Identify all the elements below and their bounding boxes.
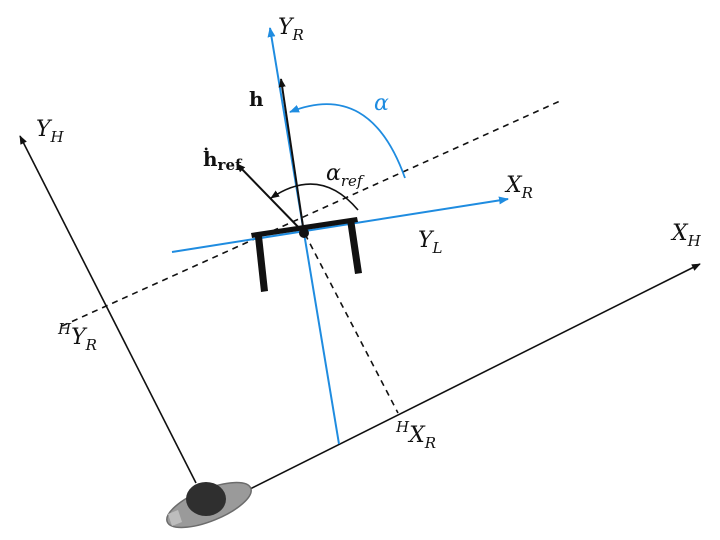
human-y-axis-label: YH	[36, 117, 65, 146]
heading-label: h	[249, 87, 264, 111]
robot-body-icon	[251, 217, 362, 292]
human-x-axis-label: XH	[670, 221, 702, 250]
alpha-label: α	[374, 91, 389, 116]
alpha-ref-label: αref	[326, 161, 365, 190]
robot-x-axis	[171, 196, 509, 253]
human-x-axis	[247, 263, 701, 491]
dashed-robot-x-line	[61, 100, 561, 327]
human-y-of-robot-label: HYR	[57, 320, 97, 354]
alpha-ref-arc	[270, 183, 359, 211]
person-top-view-icon	[166, 481, 252, 529]
alpha-arc	[289, 103, 406, 179]
robot-x-axis-label: XR	[504, 173, 533, 202]
heading-vector	[278, 78, 305, 234]
lidar-y-axis-label: YL	[418, 228, 443, 257]
human-x-of-robot-label: HXR	[395, 418, 436, 452]
robot-y-axis-label: YR	[278, 15, 304, 44]
dashed-projection-line	[304, 233, 399, 414]
human-y-axis	[19, 135, 197, 484]
heading-ref-label: ḣref	[203, 147, 243, 174]
